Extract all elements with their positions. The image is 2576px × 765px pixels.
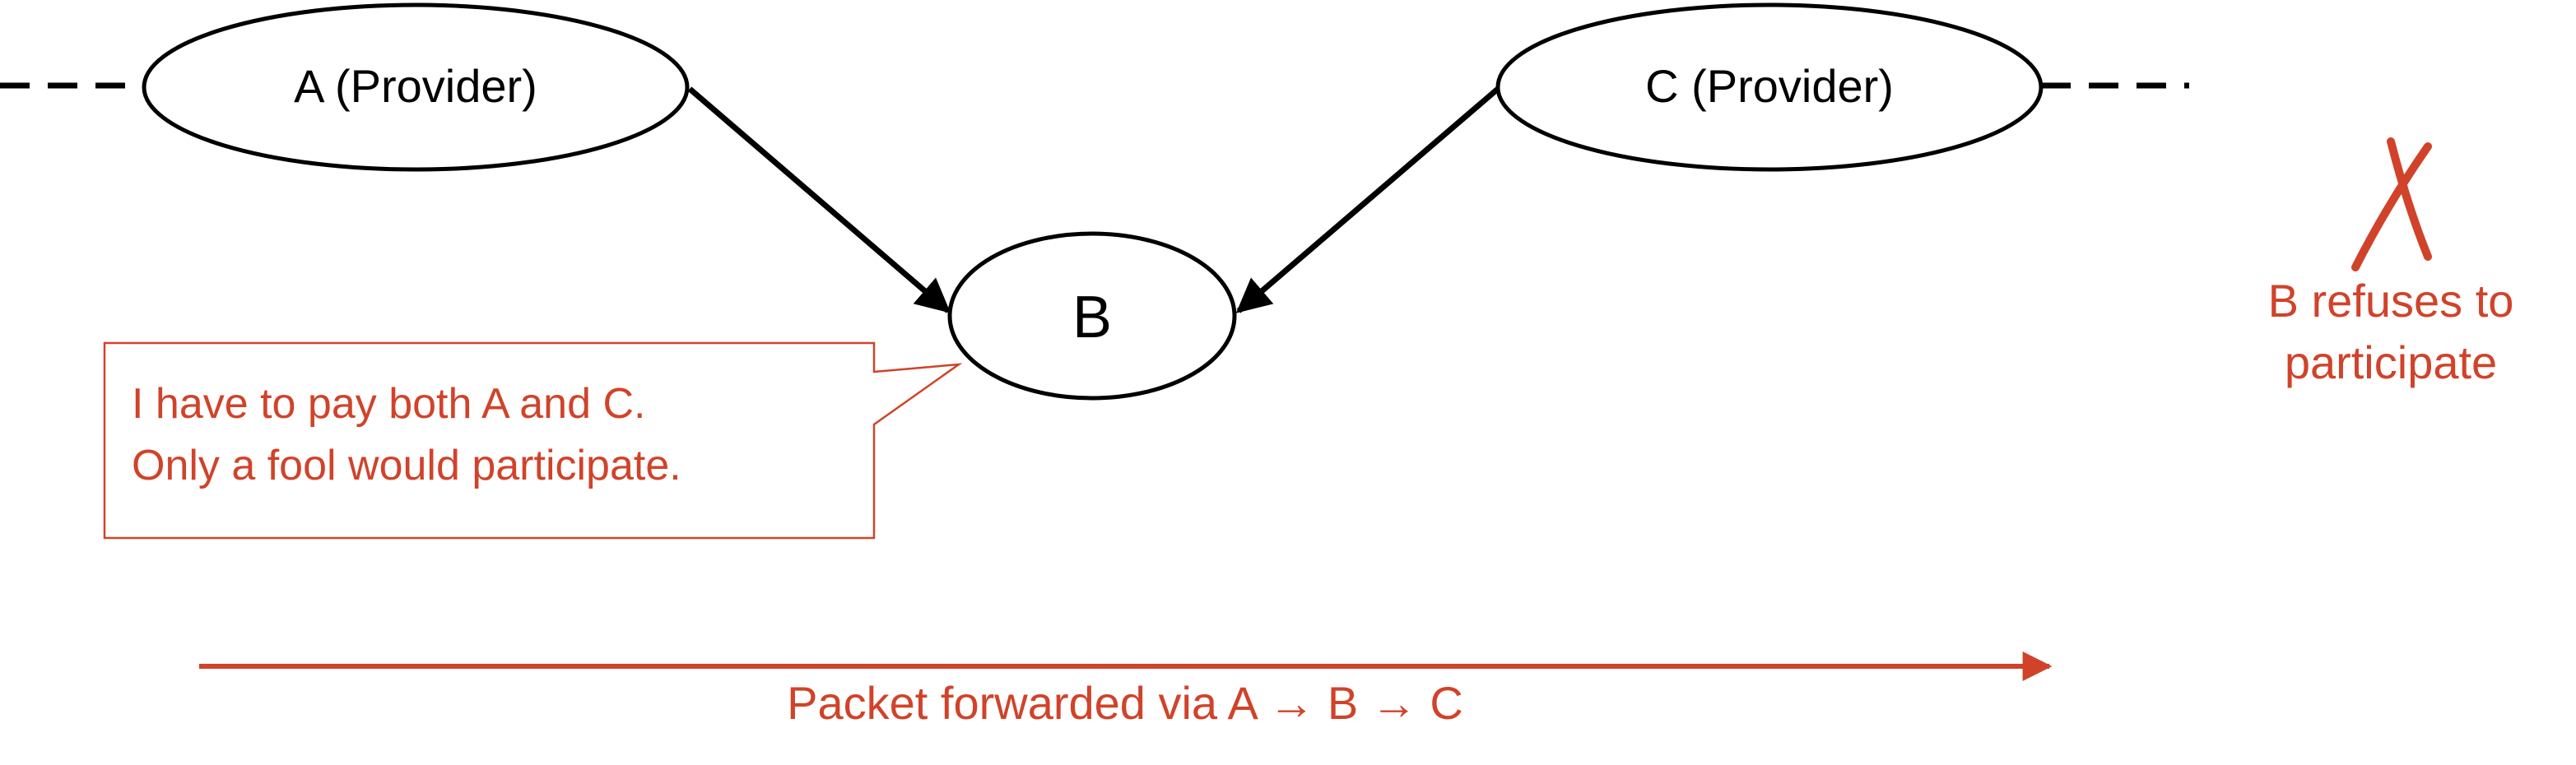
node-a: A (Provider) xyxy=(142,2,690,172)
speech-callout-line-2: Only a fool would participate. xyxy=(132,442,681,489)
refusal-text-line-1: B refuses to xyxy=(2268,275,2514,327)
packet-path: Packet forwarded via A → B → C xyxy=(199,651,2053,729)
node-b-label: B xyxy=(1072,285,1112,350)
refusal-text-line-2: participate xyxy=(2285,336,2497,388)
node-a-ellipse xyxy=(142,2,690,172)
node-c-label: C (Provider) xyxy=(1645,60,1894,112)
node-a-label: A (Provider) xyxy=(294,60,537,112)
node-c-ellipse xyxy=(1495,2,2044,172)
link-c-to-b xyxy=(1235,86,1500,313)
speech-callout-bubble xyxy=(103,341,963,540)
refusal-x-mark xyxy=(2351,137,2432,271)
node-c: C (Provider) xyxy=(1495,2,2044,172)
refusal-annotation: B refuses to participate xyxy=(2268,137,2514,388)
link-a-to-b xyxy=(687,86,951,313)
packet-path-label: Packet forwarded via A → B → C xyxy=(787,677,1463,729)
node-b-ellipse xyxy=(947,231,1237,401)
speech-callout: I have to pay both A and C. Only a fool … xyxy=(103,341,963,540)
speech-callout-line-1: I have to pay both A and C. xyxy=(132,380,645,428)
node-b: B xyxy=(947,231,1237,401)
